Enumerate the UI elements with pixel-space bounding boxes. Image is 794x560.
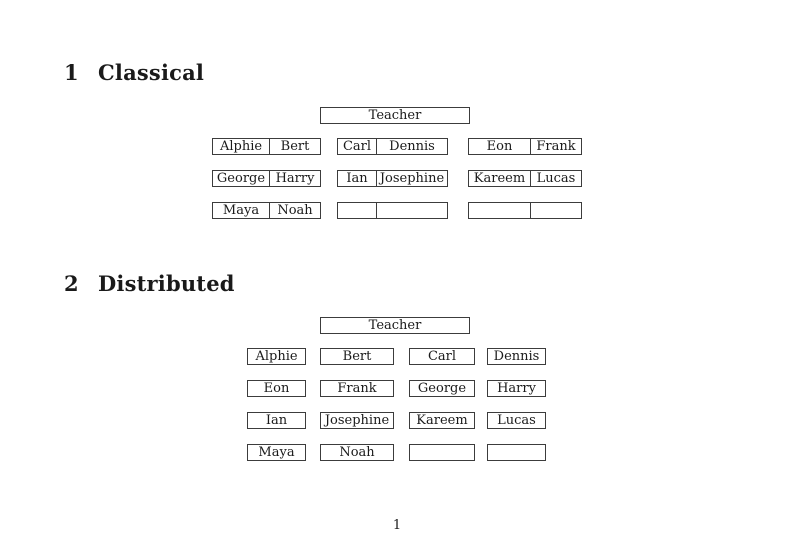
teacher-box: Teacher <box>320 317 470 334</box>
desk-box: Eon <box>247 380 306 397</box>
desk-pair: Eon Frank <box>468 138 582 155</box>
page-number: 1 <box>392 518 402 533</box>
desk-cell <box>338 203 377 218</box>
desk-cell: Ian <box>338 171 377 186</box>
section-title: Classical <box>98 60 205 85</box>
desk-pair-empty <box>337 202 448 219</box>
teacher-label: Teacher <box>368 318 422 333</box>
desk-cell: Lucas <box>536 171 576 186</box>
desk-box: Harry <box>487 380 546 397</box>
desk-box: Lucas <box>487 412 546 429</box>
desk-cell: George <box>213 171 270 186</box>
desk-pair: Carl Dennis <box>337 138 448 155</box>
desk-cell: Noah <box>277 203 313 218</box>
desk-pair-empty <box>468 202 582 219</box>
desk-box: Ian <box>247 412 306 429</box>
desk-box: George <box>409 380 475 397</box>
desk-box: Josephine <box>320 412 394 429</box>
desk-box: Noah <box>320 444 394 461</box>
desk-pair: George Harry <box>212 170 321 187</box>
desk-box: Kareem <box>409 412 475 429</box>
section-number: 2 <box>64 271 79 296</box>
desk-cell: Carl <box>338 139 377 154</box>
desk-box: Maya <box>247 444 306 461</box>
desk-cell: Maya <box>213 203 270 218</box>
desk-pair: Kareem Lucas <box>468 170 582 187</box>
desk-box: Alphie <box>247 348 306 365</box>
desk-cell <box>531 203 581 218</box>
desk-box: Dennis <box>487 348 546 365</box>
desk-cell: Eon <box>469 139 531 154</box>
desk-pair: Maya Noah <box>212 202 321 219</box>
desk-cell: Frank <box>536 139 576 154</box>
desk-cell <box>469 203 531 218</box>
desk-cell: Bert <box>280 139 310 154</box>
teacher-label: Teacher <box>368 108 422 123</box>
desk-box: Bert <box>320 348 394 365</box>
section-title: Distributed <box>98 271 235 296</box>
desk-cell: Harry <box>275 171 315 186</box>
desk-pair: Alphie Bert <box>212 138 321 155</box>
desk-box: Carl <box>409 348 475 365</box>
teacher-box: Teacher <box>320 107 470 124</box>
desk-cell: Josephine <box>379 171 445 186</box>
desk-cell: Kareem <box>469 171 531 186</box>
desk-box-empty <box>487 444 546 461</box>
desk-box-empty <box>409 444 475 461</box>
desk-pair: Ian Josephine <box>337 170 448 187</box>
desk-cell: Dennis <box>389 139 435 154</box>
section-number: 1 <box>64 60 79 85</box>
desk-cell <box>377 203 447 218</box>
desk-box: Frank <box>320 380 394 397</box>
desk-cell: Alphie <box>213 139 270 154</box>
